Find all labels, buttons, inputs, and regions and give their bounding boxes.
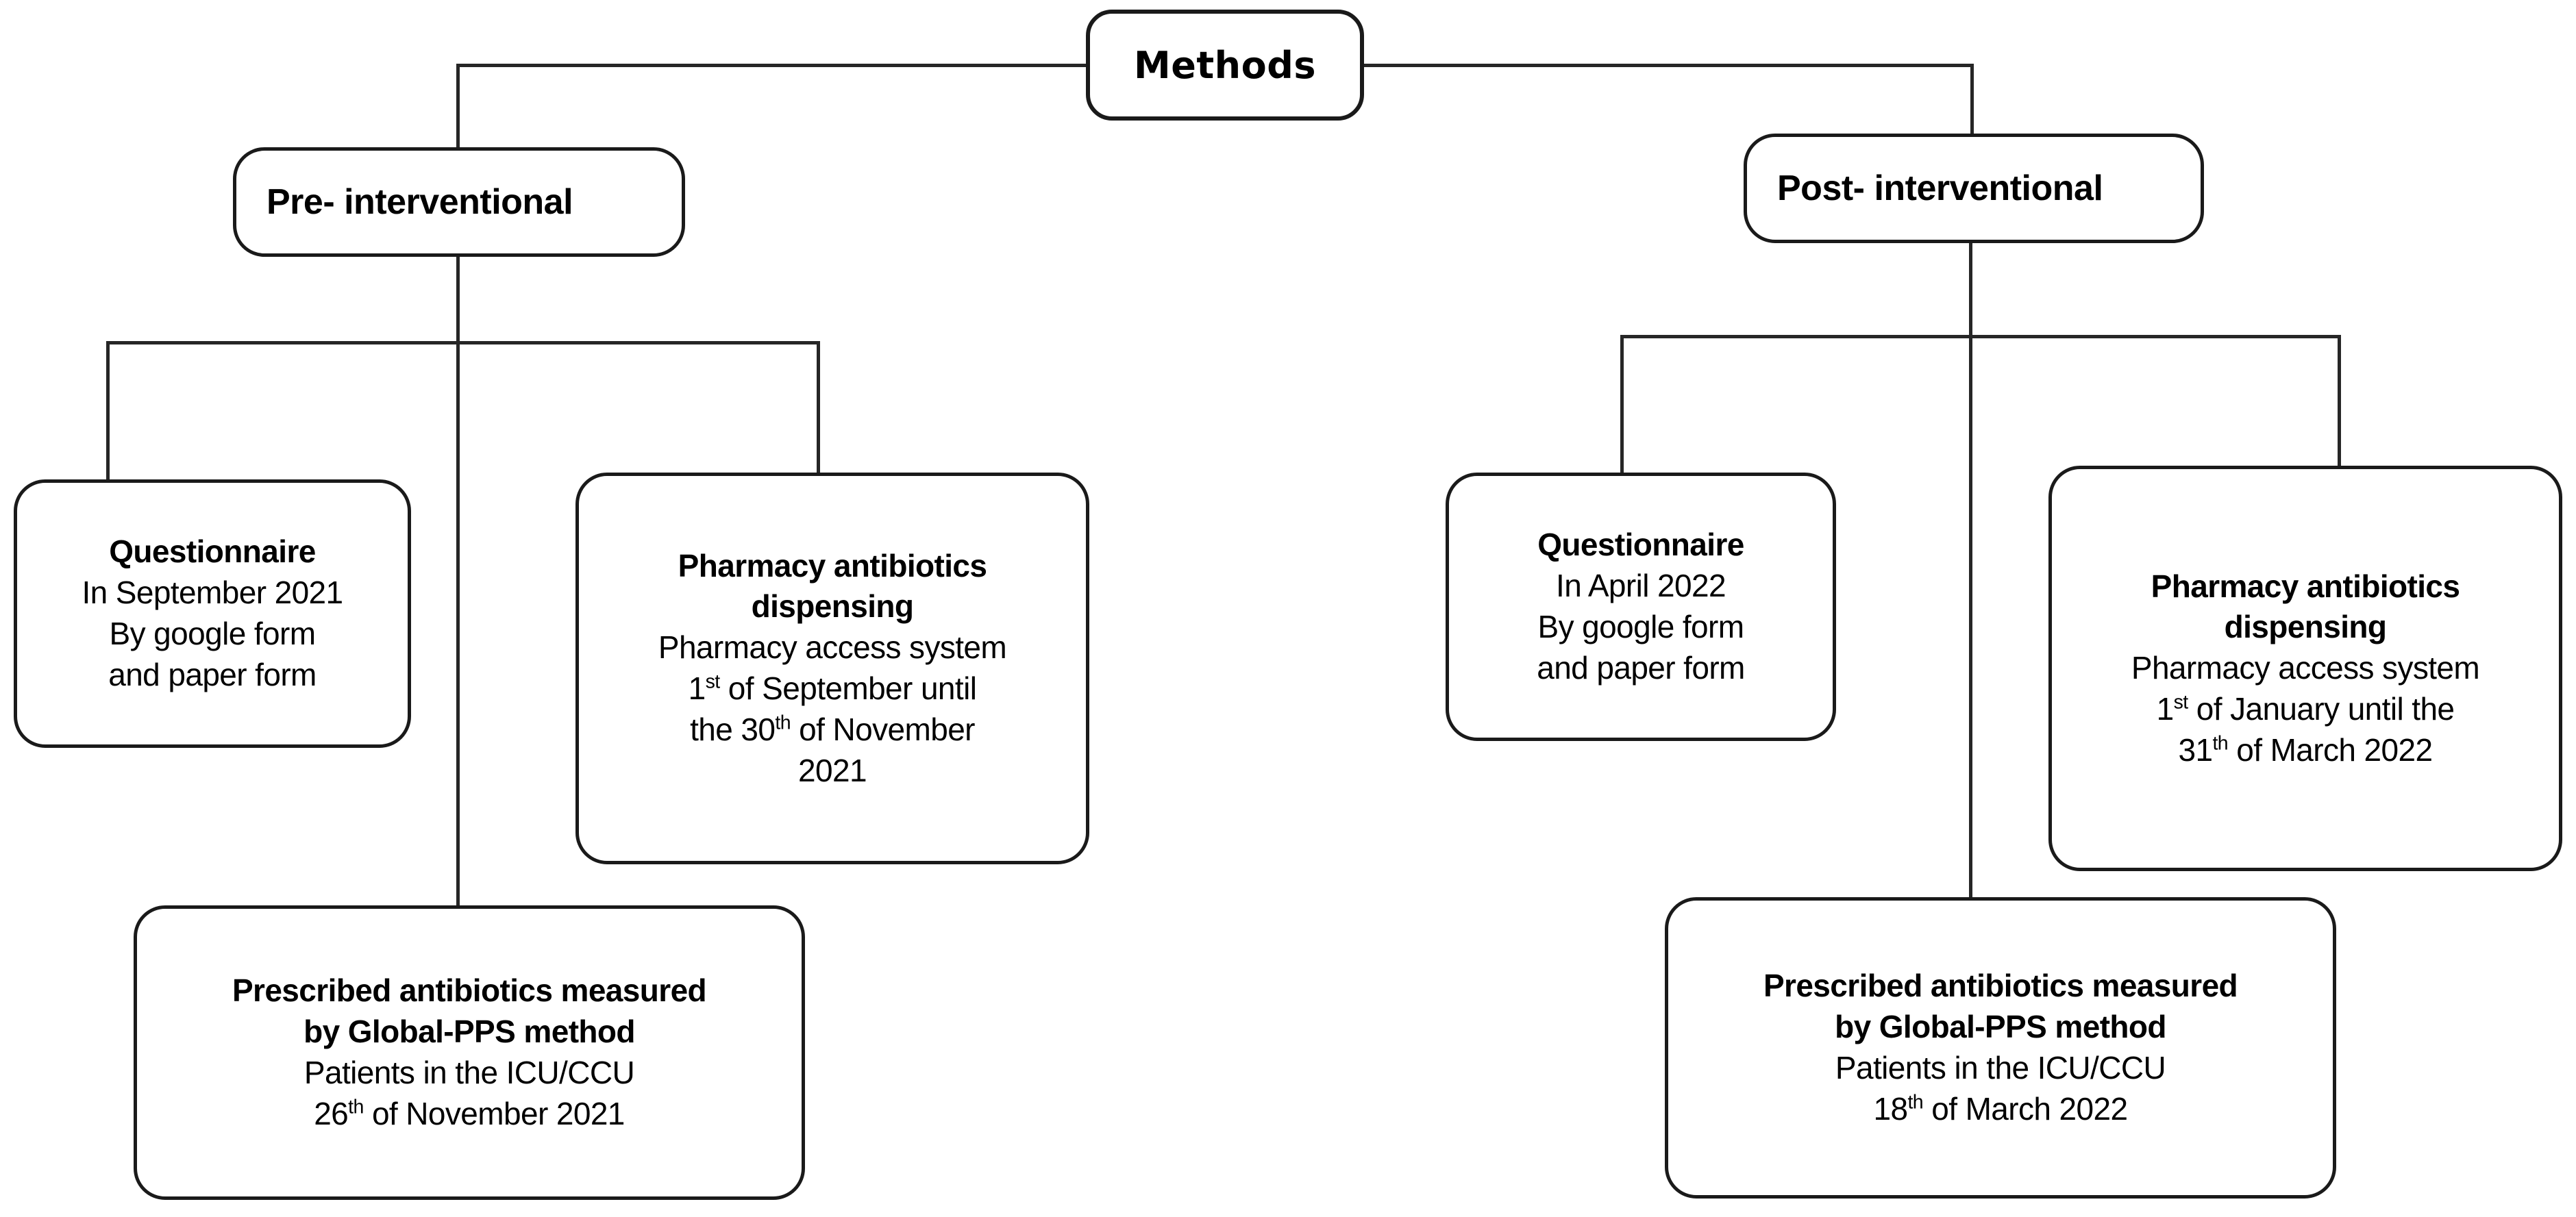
node-post-questionnaire-line-1: In April 2022 xyxy=(1556,568,1726,604)
node-post-pharmacy-line-1: Pharmacy access system xyxy=(2131,650,2480,686)
node-pre-pharmacy-heading-line-2: dispensing xyxy=(751,588,914,625)
node-pre-pharmacy-line-4: 2021 xyxy=(798,752,867,788)
node-pre-global-pps-line-1: Patients in the ICU/CCU xyxy=(304,1055,635,1090)
node-pre-questionnaire[interactable]: Questionnaire In September 2021 By googl… xyxy=(14,479,411,748)
node-methods[interactable]: Methods xyxy=(1086,10,1364,121)
connector-methods-to-post-horizontal xyxy=(1362,64,1974,67)
node-post-global-pps-line-2: 18th of March 2022 xyxy=(1873,1090,2128,1127)
node-post-pharmacy-line-2: 1st of January until the xyxy=(2156,690,2455,727)
node-post-questionnaire-line-2: By google form xyxy=(1537,609,1745,644)
connector-methods-to-pre-vertical xyxy=(456,64,460,150)
connector-post-to-pharmacy xyxy=(2338,335,2341,468)
node-post-pharmacy-dispensing[interactable]: Pharmacy antibiotics dispensing Pharmacy… xyxy=(2048,466,2562,871)
node-pre-interventional-label: Pre- interventional xyxy=(267,182,573,222)
node-pre-pharmacy-dispensing[interactable]: Pharmacy antibiotics dispensing Pharmacy… xyxy=(575,473,1089,864)
node-pre-pharmacy-line-1: Pharmacy access system xyxy=(658,629,1007,666)
node-pre-questionnaire-line-1: In September 2021 xyxy=(82,575,343,611)
node-post-pharmacy-line-3: 31th of March 2022 xyxy=(2178,731,2433,768)
node-pre-interventional[interactable]: Pre- interventional xyxy=(233,147,685,257)
node-pre-questionnaire-heading: Questionnaire xyxy=(109,534,316,570)
node-pre-pharmacy-line-3: the 30th of November xyxy=(690,711,975,747)
node-post-questionnaire[interactable]: Questionnaire In April 2022 By google fo… xyxy=(1446,473,1836,741)
node-pre-global-pps-heading-line-2: by Global-PPS method xyxy=(304,1014,635,1050)
node-post-global-pps-line-1: Patients in the ICU/CCU xyxy=(1835,1050,2166,1086)
node-pre-questionnaire-line-3: and paper form xyxy=(108,656,317,692)
node-post-pharmacy-heading-line-1: Pharmacy antibiotics xyxy=(2151,568,2460,604)
connector-pre-to-pharmacy xyxy=(817,341,820,475)
connector-pre-distribution-bar xyxy=(106,341,820,344)
node-pre-global-pps-heading-line-1: Prescribed antibiotics measured xyxy=(232,973,707,1009)
connector-pre-stem xyxy=(456,255,460,908)
node-methods-label: Methods xyxy=(1133,43,1316,87)
node-pre-pharmacy-line-2: 1st of September until xyxy=(688,670,977,706)
node-pre-pharmacy-heading-line-1: Pharmacy antibiotics xyxy=(678,547,987,584)
node-post-pharmacy-heading-line-2: dispensing xyxy=(2224,609,2387,645)
node-post-global-pps[interactable]: Prescribed antibiotics measured by Globa… xyxy=(1665,897,2336,1199)
connector-post-stem xyxy=(1969,241,1972,900)
connector-post-distribution-bar xyxy=(1620,335,2341,338)
connector-pre-to-questionnaire xyxy=(106,341,110,481)
node-post-global-pps-heading-line-2: by Global-PPS method xyxy=(1835,1009,2166,1045)
node-post-questionnaire-line-3: and paper form xyxy=(1537,649,1745,686)
node-post-global-pps-heading-line-1: Prescribed antibiotics measured xyxy=(1763,968,2238,1004)
connector-post-to-questionnaire xyxy=(1620,335,1624,475)
node-post-interventional[interactable]: Post- interventional xyxy=(1744,134,2204,243)
node-post-interventional-label: Post- interventional xyxy=(1777,168,2103,208)
connector-methods-to-pre-horizontal xyxy=(458,64,1088,67)
connector-methods-to-post-vertical xyxy=(1970,64,1974,136)
node-pre-questionnaire-line-2: By google form xyxy=(109,616,317,651)
node-pre-global-pps-line-2: 26th of November 2021 xyxy=(314,1095,625,1131)
node-pre-global-pps[interactable]: Prescribed antibiotics measured by Globa… xyxy=(134,905,805,1200)
node-post-questionnaire-heading: Questionnaire xyxy=(1537,527,1744,563)
